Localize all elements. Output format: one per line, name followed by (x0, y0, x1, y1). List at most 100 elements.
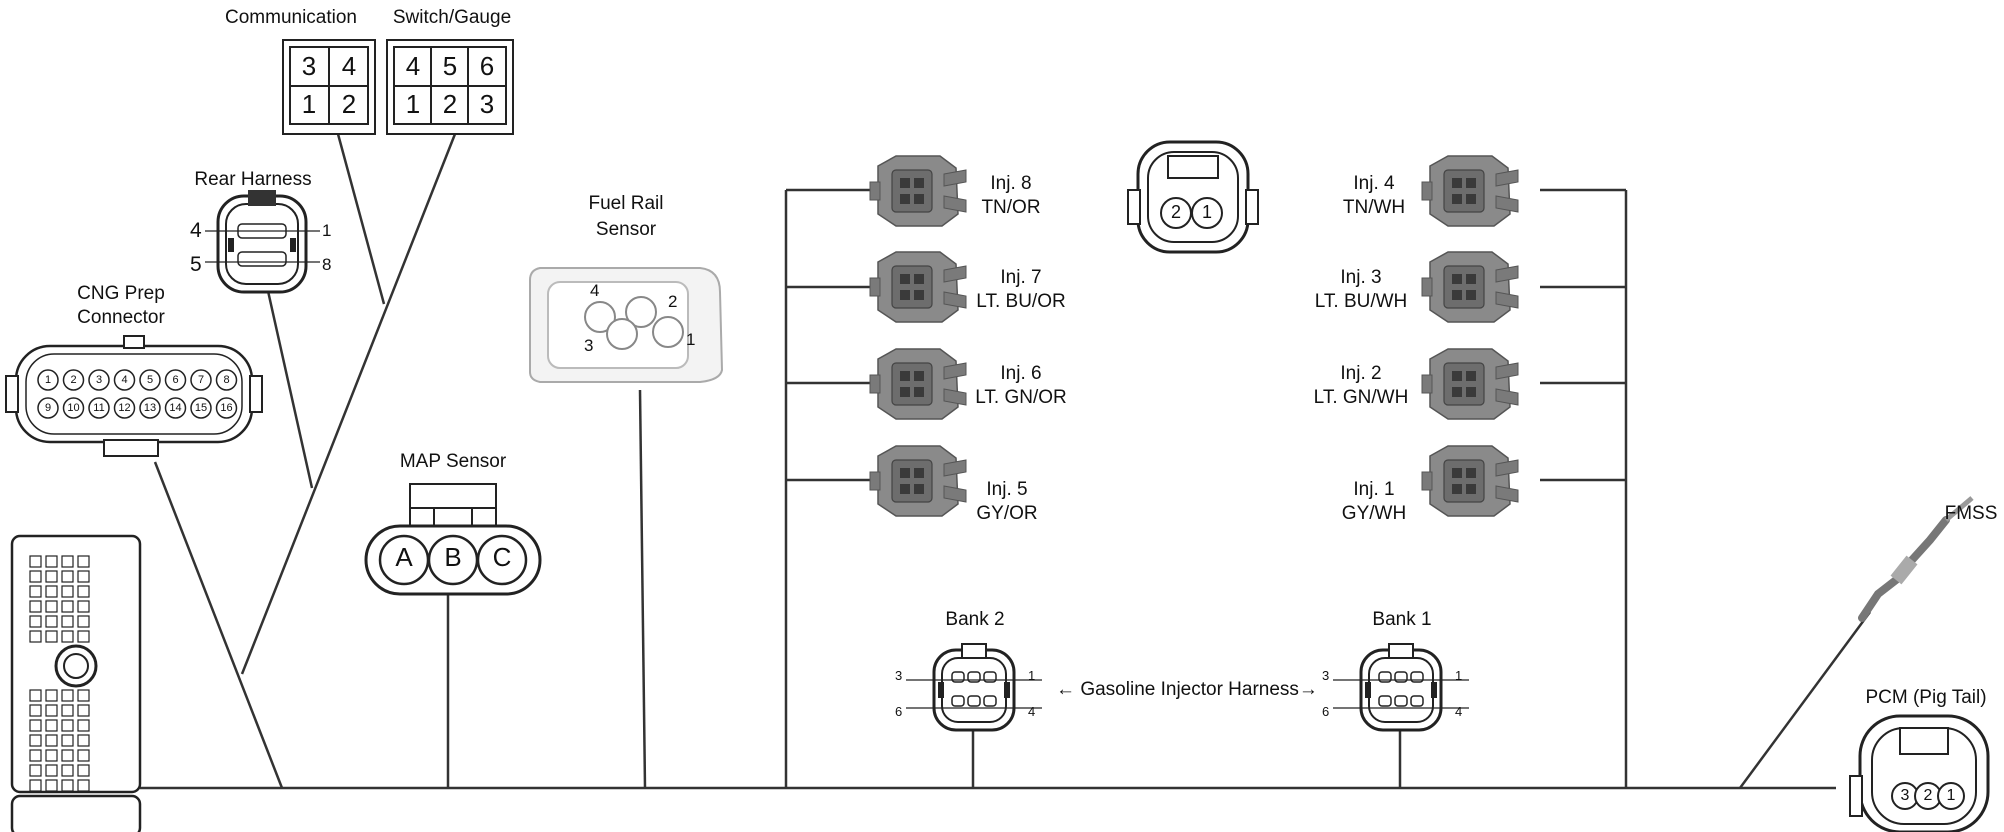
switch-gauge-label: Switch/Gauge (392, 7, 512, 28)
bank2-label: Bank 2 (945, 609, 1005, 630)
sw-pin-4: 4 (405, 51, 421, 81)
pcm-pin-cell (77, 585, 90, 598)
bank2-pin-1: 1 (1028, 668, 1036, 683)
pcm-pin-cell (29, 585, 42, 598)
pcm-pin-cell (61, 555, 74, 568)
map-pin-c: C (492, 542, 512, 572)
cng-pin-label: 12 (118, 402, 131, 414)
communication-label: Communication (225, 7, 357, 28)
comm-pin-3: 3 (301, 51, 317, 81)
cng-pin-grid (37, 369, 238, 419)
pcm-pin-cell (45, 600, 58, 613)
pcm-pin-cell (45, 719, 58, 732)
inj4-color: TN/WH (1342, 197, 1406, 218)
injector-3-shape (1421, 251, 1519, 323)
pcm-pin-cell (45, 779, 58, 792)
cng-pin-label: 11 (93, 402, 105, 414)
inj3-name: Inj. 3 (1340, 267, 1382, 288)
cng-pin-circle (62, 369, 85, 391)
pcm-pin-grid (29, 555, 90, 792)
inj6-name: Inj. 6 (1000, 363, 1042, 384)
sw-pin-3: 3 (479, 89, 495, 119)
pcm-pin-cell (45, 570, 58, 583)
cng-prep-connector (5, 335, 263, 457)
cng-pin-label: 9 (44, 402, 52, 414)
cng-pin-label: 15 (194, 402, 208, 414)
inj4-name: Inj. 4 (1353, 173, 1395, 194)
cng-pin-label: 5 (146, 374, 154, 386)
bank-2-connector (904, 642, 1044, 732)
rear-pin-8: 8 (322, 255, 332, 274)
pcm-pin-cell (61, 749, 74, 762)
pcm-pin-cell (77, 779, 90, 792)
pcm-pin-cell (29, 749, 42, 762)
pcm-pin-cell (61, 779, 74, 792)
injector-8-shape (869, 155, 967, 227)
pcm-pin-cell (29, 630, 42, 643)
pcm-pin-cell (77, 704, 90, 717)
rear-harness-connector (205, 190, 320, 294)
cng-pin-label: 16 (220, 402, 233, 414)
center-pin-1: 1 (1201, 202, 1213, 222)
sw-pin-2: 2 (442, 89, 458, 119)
center-plug-connector (1127, 140, 1259, 254)
bank-1-connector (1331, 642, 1471, 732)
rear-pin-4: 4 (190, 219, 202, 242)
cng-pin-circle (113, 369, 136, 391)
cng-pin-circle (37, 369, 59, 391)
pcm-pin-2: 2 (1923, 787, 1933, 804)
cng-prep-label-line2: Connector (77, 307, 165, 328)
wiring (140, 133, 1872, 790)
cng-pin-circle (62, 397, 85, 419)
cng-pin-label: 1 (44, 374, 52, 386)
cng-pin-label: 4 (121, 374, 128, 386)
cng-pin-label: 2 (70, 374, 77, 386)
bank1-pin-1: 1 (1455, 668, 1463, 683)
map-pin-a: A (395, 542, 413, 572)
pcm-pin-cell (61, 630, 74, 643)
pcm-pin-cell (61, 585, 74, 598)
fuel-pin-1: 1 (686, 330, 696, 349)
cng-pin-label: 14 (169, 402, 182, 414)
cng-pin-circle (88, 397, 110, 419)
rear-pin-1: 1 (322, 221, 332, 240)
map-sensor-connector (364, 483, 542, 596)
pcm-pin-cell (77, 615, 90, 628)
fuel-pin-4: 4 (590, 281, 600, 300)
cng-pin-label: 6 (172, 374, 179, 386)
pcm-pin-cell (45, 615, 58, 628)
fuel-pin-3: 3 (584, 336, 594, 355)
pcm-pin-cell (29, 764, 42, 777)
pcm-pin-1: 1 (1946, 787, 1956, 804)
pcm-pin-3: 3 (1900, 787, 1910, 804)
cng-pin-circle (139, 397, 161, 419)
inj6-color: LT. GN/OR (975, 387, 1067, 408)
injector-6-shape (869, 348, 967, 420)
pcm-pin-cell (45, 704, 58, 717)
map-pin-b: B (444, 542, 462, 572)
pcm-pin-cell (61, 600, 74, 613)
cng-pin-circle (190, 369, 212, 391)
pcm-pin-cell (29, 689, 42, 702)
cng-prep-label-line1: CNG Prep (77, 283, 165, 304)
inj1-name: Inj. 1 (1353, 479, 1395, 500)
pcm-pin-cell (29, 719, 42, 732)
switch-gauge-connector (386, 39, 514, 135)
pcm-pin-cell (45, 689, 58, 702)
cng-pin-label: 8 (223, 374, 230, 386)
fuel-rail-sensor-connector (529, 267, 724, 383)
sw-pin-1: 1 (405, 89, 421, 119)
pcm-pin-cell (29, 570, 42, 583)
cng-pin-label: 13 (143, 402, 157, 414)
fuel-pin-2: 2 (668, 292, 678, 311)
cng-pin-circle (190, 397, 212, 419)
bank2-pin-4: 4 (1028, 704, 1036, 719)
fuel-rail-label-line2: Sensor (595, 219, 657, 240)
pcm-pin-cell (77, 555, 90, 568)
pcm-block-connector (10, 534, 142, 832)
inj7-color: LT. BU/OR (976, 291, 1066, 312)
pcm-pin-cell (77, 570, 90, 583)
pcm-pin-cell (61, 615, 74, 628)
pcm-pin-cell (45, 555, 58, 568)
